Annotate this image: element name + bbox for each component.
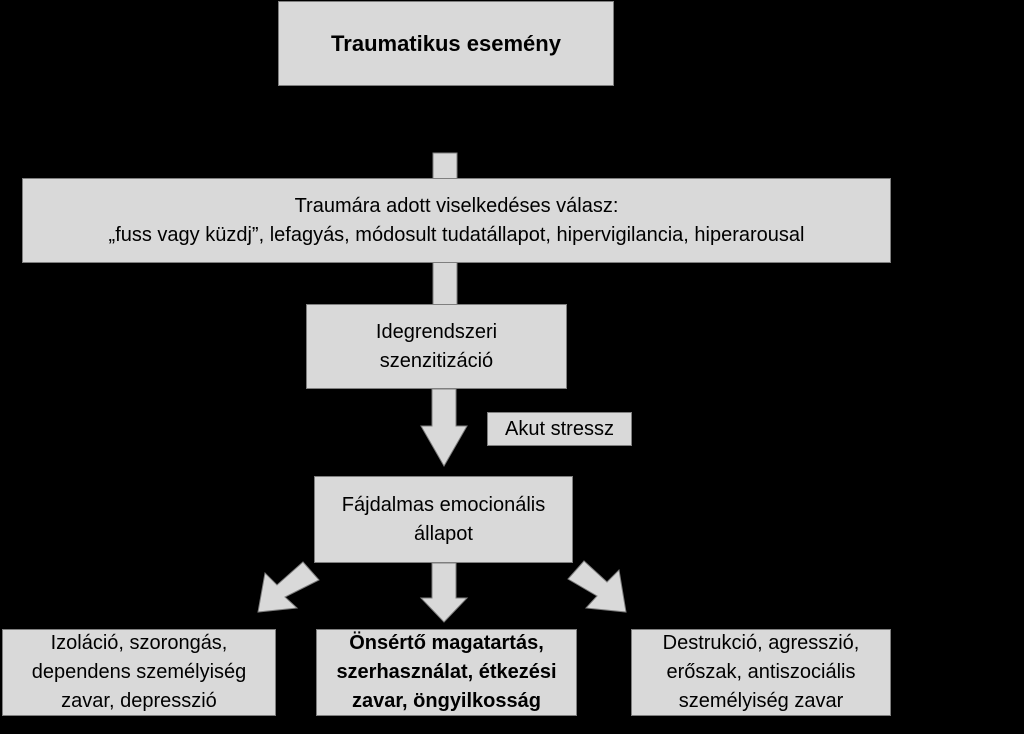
outcome-destruction-line1: Destrukció, agresszió, <box>662 632 860 654</box>
traumatic-event-label: Traumatikus esemény <box>331 31 561 56</box>
neural-sensitization-line2: szenzitizáció <box>379 349 494 372</box>
behavioral-response-line1: Traumára adott viselkedéses válasz: <box>294 194 619 217</box>
outcome-self-harm-box: Önsértő magatartás, szerhasználat, étkez… <box>316 629 577 716</box>
outcome-self-harm-line3: zavar, öngyilkosság <box>352 690 541 712</box>
painful-emotional-state-line2: állapot <box>414 522 473 545</box>
connector-response-to-sensitization <box>432 261 458 306</box>
painful-emotional-state-line1: Fájdalmas emocionális <box>341 493 546 516</box>
outcome-destruction-line2: erőszak, antiszociális <box>666 661 856 683</box>
acute-stress-label: Akut stressz <box>505 417 614 440</box>
outcome-isolation-line2: dependens személyiség <box>31 661 247 683</box>
acute-stress-label-box: Akut stressz <box>487 412 632 446</box>
arrow-down-to-self-harm <box>419 562 469 623</box>
outcome-isolation-line3: zavar, depresszió <box>61 690 217 712</box>
arrow-down-left-to-isolation <box>257 561 320 613</box>
neural-sensitization-line1: Idegrendszeri <box>375 320 498 343</box>
neural-sensitization-box: Idegrendszeri szenzitizáció <box>306 304 567 389</box>
outcome-destruction-line3: személyiség zavar <box>678 690 844 712</box>
arrow-down-to-emotional <box>420 388 468 468</box>
outcome-self-harm-line1: Önsértő magatartás, <box>349 632 544 654</box>
outcome-isolation-box: Izoláció, szorongás, dependens személyis… <box>2 629 276 716</box>
arrow-down-right-to-destruction <box>567 560 627 613</box>
traumatic-event-box: Traumatikus esemény <box>278 1 614 86</box>
behavioral-response-line2: „fuss vagy küzdj”, lefagyás, módosult tu… <box>108 223 805 246</box>
outcome-destruction-box: Destrukció, agresszió, erőszak, antiszoc… <box>631 629 891 716</box>
outcome-self-harm-line2: szerhasználat, étkezési <box>336 661 557 683</box>
outcome-isolation-line1: Izoláció, szorongás, <box>50 632 228 654</box>
painful-emotional-state-box: Fájdalmas emocionális állapot <box>314 476 573 563</box>
behavioral-response-box: Traumára adott viselkedéses válasz: „fus… <box>22 178 891 263</box>
connector-top-to-response <box>432 152 458 180</box>
